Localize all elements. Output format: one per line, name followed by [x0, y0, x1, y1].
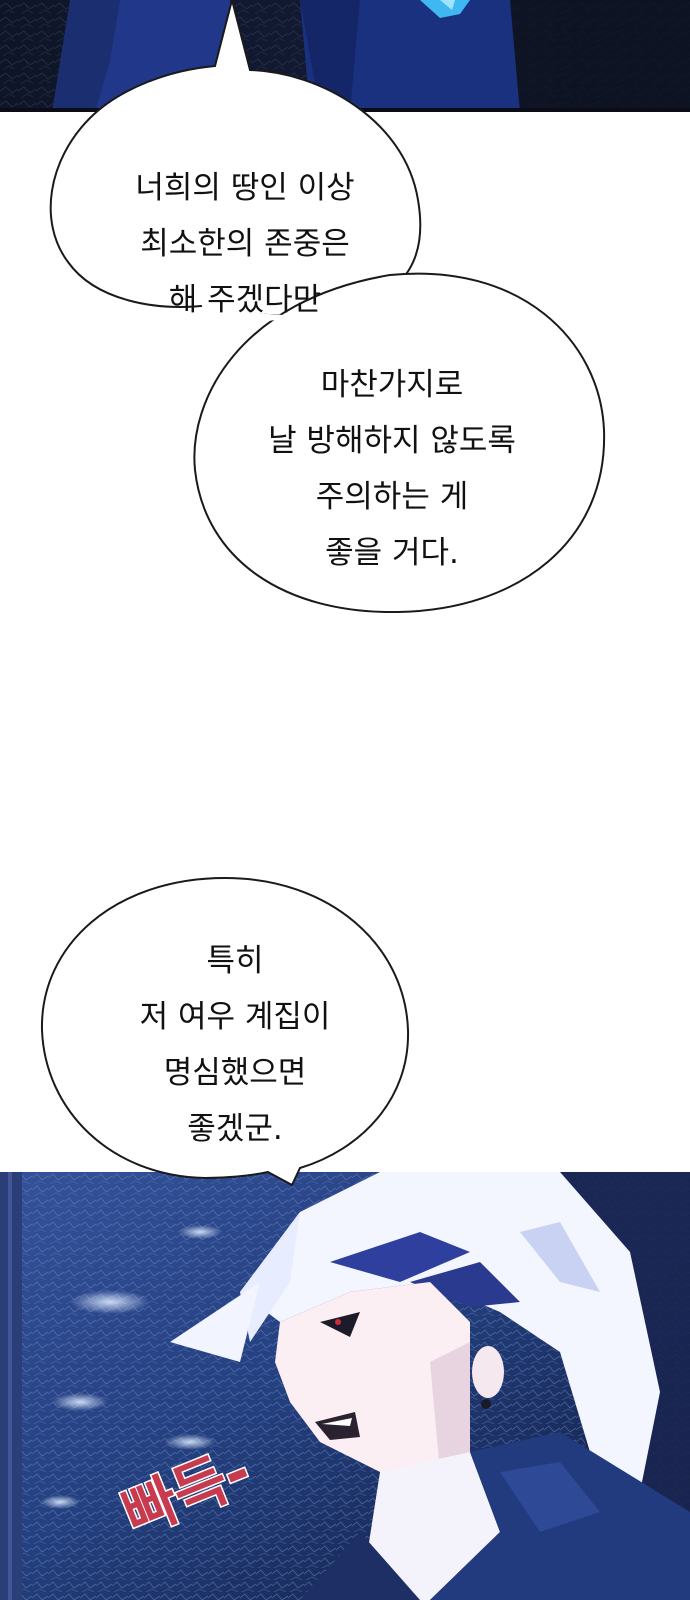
speech-line: 해 주겠다만: [168, 282, 322, 318]
character-artwork: [0, 1172, 690, 1600]
character-illustration-panel: [0, 1172, 690, 1600]
top-panel-artwork: [0, 0, 690, 112]
speech-line: 좋을 거다.: [325, 535, 459, 571]
speech-line: 좋겠군.: [187, 1111, 283, 1147]
speech-bubble-1-text: 너희의 땅인 이상 최소한의 존중은 해 주겠다만: [110, 160, 380, 328]
speech-bubble-2-text: 마찬가지로 날 방해하지 않도록 주의하는 게 좋을 거다.: [232, 357, 552, 581]
speech-line: 주의하는 게: [315, 479, 469, 515]
speech-line: 저 여우 계집이: [139, 999, 331, 1035]
speech-line: 최소한의 존중은: [140, 226, 350, 262]
sound-effect: 빠득-: [110, 1395, 300, 1575]
speech-line: 너희의 땅인 이상: [135, 170, 355, 206]
speech-line: 특히: [206, 943, 264, 979]
sound-effect-lettering: 빠득-: [112, 1435, 262, 1550]
sound-effect-text: 빠득-: [113, 1436, 260, 1548]
speech-line: 마찬가지로: [320, 367, 464, 403]
speech-bubble-3-text: 특히 저 여우 계집이 명심했으면 좋겠군.: [85, 933, 385, 1157]
speech-line: 명심했으면: [163, 1055, 307, 1091]
speech-line: 날 방해하지 않도록: [268, 423, 516, 459]
top-illustration-panel: [0, 0, 690, 112]
